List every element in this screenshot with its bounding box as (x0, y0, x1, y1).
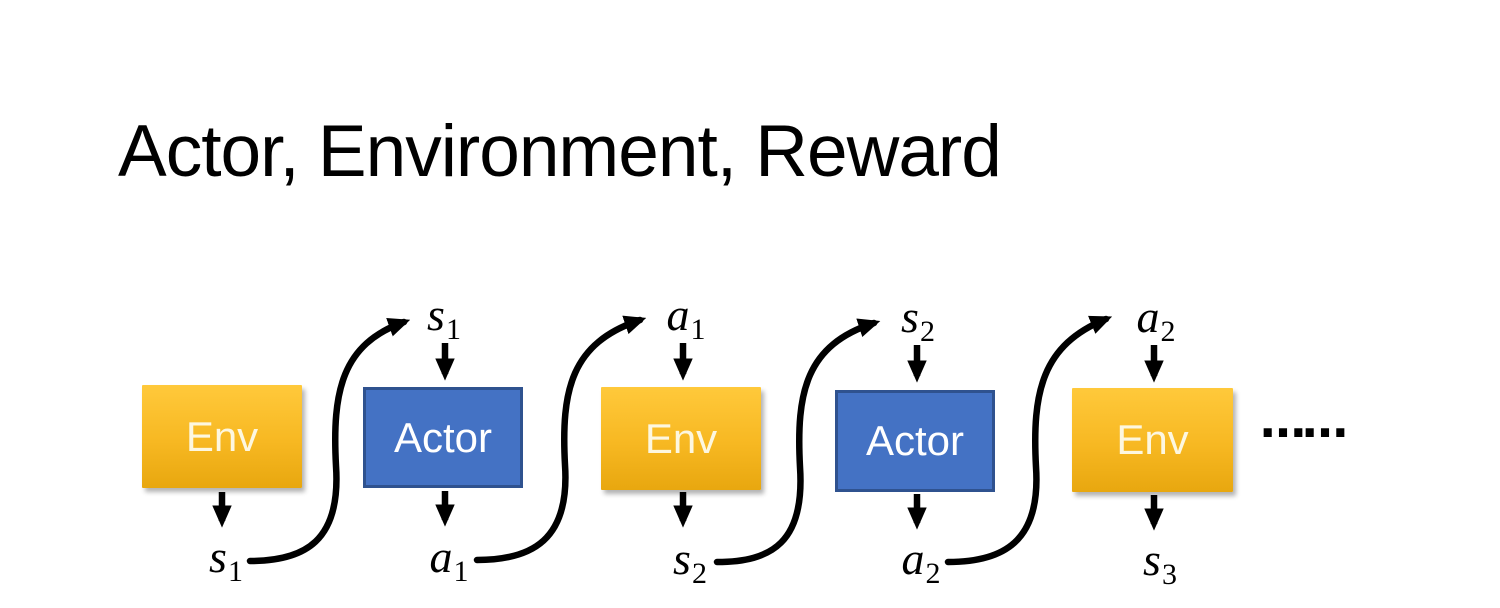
bottom-label-s2-sub: 2 (691, 557, 707, 590)
bottom-label-a1: a1 (401, 534, 497, 587)
actor-box-2-label: Actor (865, 417, 965, 464)
env-box-1-label: Env (185, 412, 259, 460)
env-box-3-label: Env (1116, 416, 1189, 463)
top-label-a1: a1 (638, 292, 734, 345)
top-label-s2-sub: 2 (919, 315, 935, 348)
env-box-1: Env (142, 385, 302, 488)
bottom-label-a2-base: a (901, 533, 925, 584)
actor-box-1: Actor (363, 387, 523, 488)
env-box-2-label: Env (644, 414, 718, 462)
top-label-a2: a2 (1108, 294, 1204, 347)
top-label-a1-base: a (666, 289, 690, 340)
env-box-2: Env (601, 387, 761, 490)
bottom-label-s3: s3 (1112, 537, 1208, 590)
env-box-3: Env (1072, 388, 1233, 492)
slide-title: Actor, Environment, Reward (118, 111, 1002, 192)
top-label-a1-sub: 1 (690, 313, 706, 346)
top-label-a2-base: a (1136, 291, 1160, 342)
top-label-s2-base: s (901, 291, 919, 342)
continuation-ellipsis: …… (1260, 394, 1348, 448)
top-label-s1: s1 (396, 292, 492, 345)
bottom-label-s2: s2 (642, 536, 738, 589)
top-label-s1-sub: 1 (445, 313, 461, 346)
bottom-label-a1-sub: 1 (453, 555, 469, 588)
bottom-label-a1-base: a (429, 531, 453, 582)
bottom-label-a2-sub: 2 (925, 557, 941, 590)
bottom-label-s3-sub: 3 (1161, 558, 1177, 591)
top-label-a2-sub: 2 (1160, 315, 1176, 348)
bottom-label-s1-base: s (209, 531, 227, 582)
bottom-label-s1-sub: 1 (227, 555, 243, 588)
bottom-label-s1: s1 (178, 534, 274, 587)
bottom-label-s3-base: s (1143, 534, 1161, 585)
bottom-label-s2-base: s (673, 533, 691, 584)
top-label-s2: s2 (870, 294, 966, 347)
actor-box-2: Actor (835, 390, 995, 492)
top-label-s1-base: s (427, 289, 445, 340)
actor-box-1-label: Actor (393, 413, 493, 461)
bottom-label-a2: a2 (873, 536, 969, 589)
